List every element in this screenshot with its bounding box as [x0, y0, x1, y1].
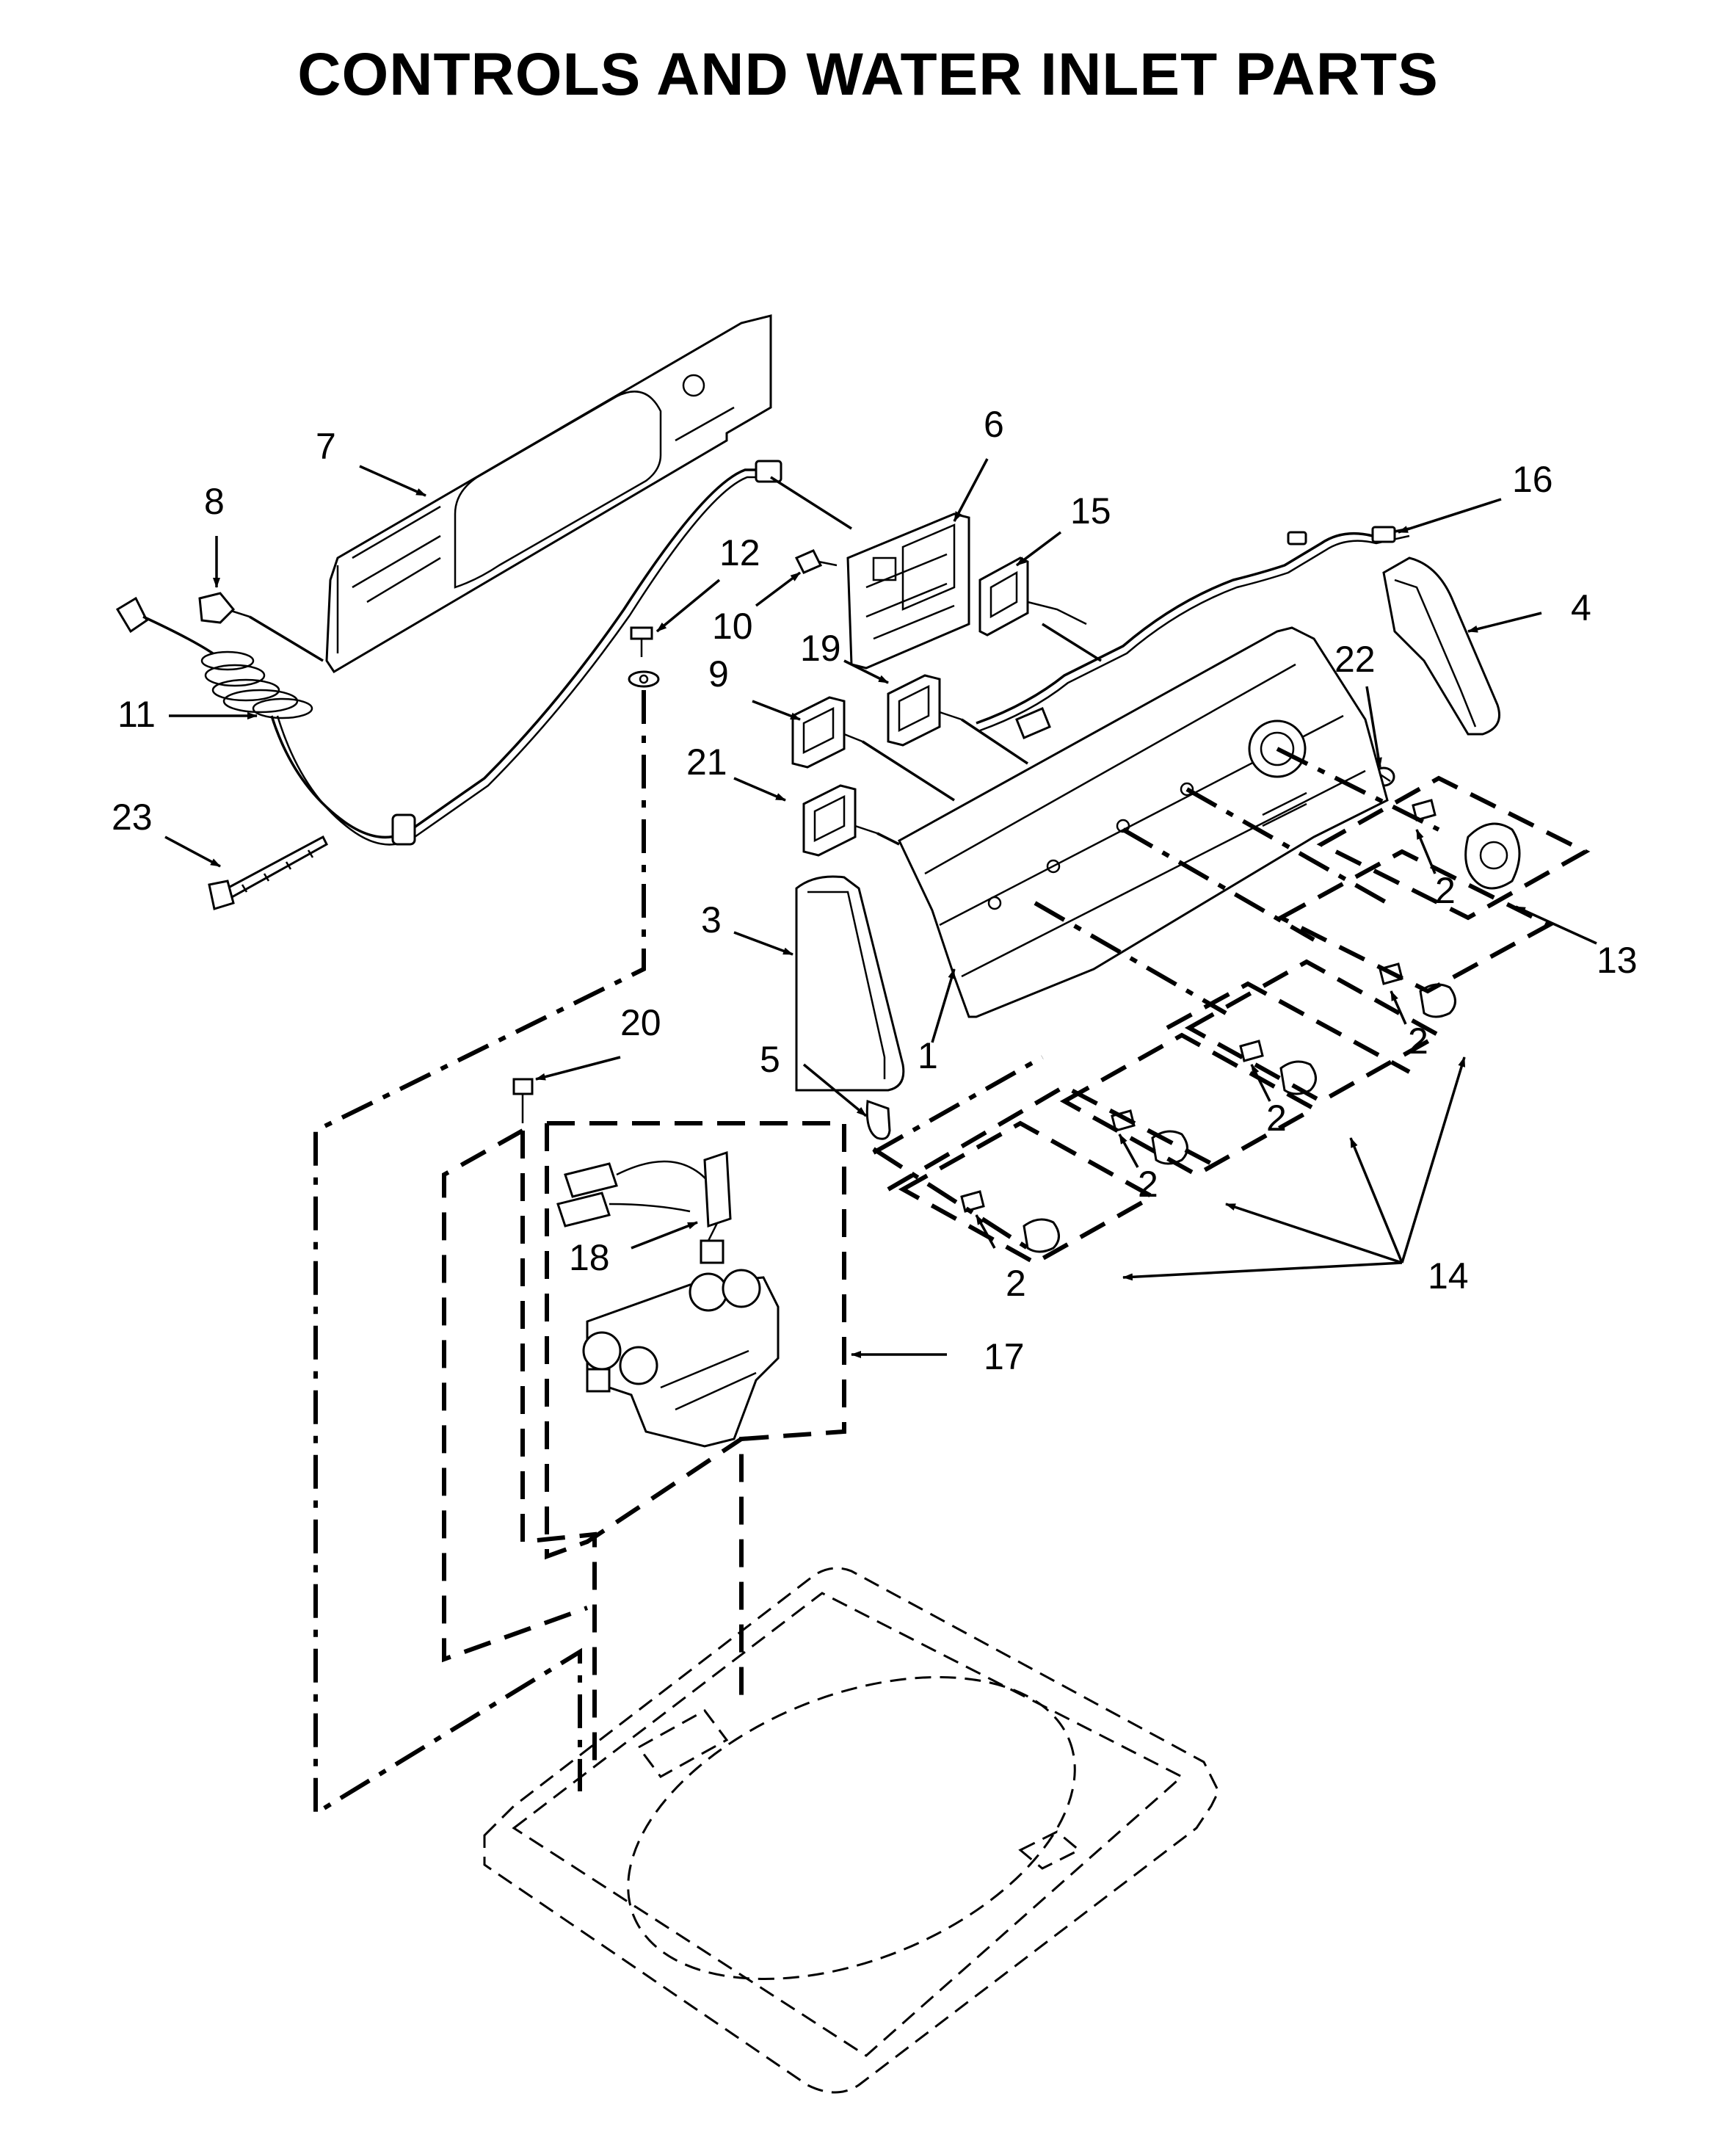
callout-2-c: 2 — [1266, 1098, 1287, 1139]
arrow-9 — [752, 700, 801, 721]
arrow-14d — [1122, 1261, 1403, 1281]
arrow-20 — [535, 1056, 621, 1081]
arrow-10 — [755, 571, 802, 607]
arrow-19 — [843, 659, 889, 684]
callout-2-e: 2 — [1006, 1263, 1026, 1304]
screw-20[interactable] — [512, 1078, 534, 1123]
callout-12: 12 — [719, 532, 760, 573]
arrow-23 — [164, 835, 221, 868]
switch-19[interactable] — [887, 674, 1028, 765]
control-board[interactable] — [846, 512, 970, 670]
callout-21: 21 — [686, 742, 727, 783]
callout-4: 4 — [1571, 587, 1591, 628]
callout-20: 20 — [620, 1002, 661, 1043]
arrow-14c — [1225, 1203, 1403, 1264]
callout-11: 11 — [117, 694, 156, 735]
cable-tie[interactable] — [208, 835, 328, 910]
screw-10[interactable] — [794, 549, 838, 574]
arrow-12 — [655, 579, 721, 633]
callout-14: 14 — [1428, 1255, 1469, 1297]
arrow-22 — [1365, 686, 1382, 768]
arrow-14b — [1349, 1137, 1403, 1263]
arrow-21 — [733, 777, 786, 802]
switch-15[interactable] — [978, 556, 1102, 662]
switch-9[interactable] — [791, 696, 955, 802]
callout-13: 13 — [1597, 940, 1638, 981]
arrow-13 — [1515, 905, 1597, 945]
callout-2-b: 2 — [1408, 1020, 1428, 1062]
arrow-2b — [1390, 990, 1407, 1025]
leader-6 — [770, 476, 852, 530]
callout-18: 18 — [569, 1237, 610, 1278]
knob-adapter-e[interactable] — [960, 1190, 1060, 1253]
cabinet-top — [483, 1567, 1220, 2094]
callout-16: 16 — [1512, 459, 1553, 500]
callout-9: 9 — [708, 653, 729, 695]
arrow-15 — [1015, 531, 1062, 567]
arrow-2e — [975, 1214, 996, 1249]
arrow-7 — [359, 465, 426, 497]
clip-5[interactable] — [865, 1099, 891, 1140]
arrow-6 — [953, 458, 989, 522]
switch-21[interactable] — [802, 784, 900, 857]
rear-console-panel[interactable] — [325, 314, 772, 674]
knob-adapter-c[interactable] — [1239, 1040, 1317, 1095]
callout-6: 6 — [984, 404, 1004, 445]
knob-adapter-a[interactable] — [1412, 799, 1521, 890]
arrow-16 — [1398, 498, 1502, 534]
callout-23: 23 — [112, 797, 153, 838]
callout-7: 7 — [316, 426, 336, 467]
callout-labels: 7 8 11 23 12 6 10 15 16 4 22 19 9 21 3 1… — [112, 404, 1638, 1377]
callout-10: 10 — [712, 606, 753, 647]
screw-8[interactable] — [198, 592, 324, 662]
callout-2-d: 2 — [1138, 1164, 1158, 1205]
arrow-5 — [802, 1063, 868, 1117]
callout-5: 5 — [760, 1039, 780, 1080]
arrow-1 — [931, 968, 956, 1043]
assembly-lines — [313, 690, 1591, 1818]
callout-15: 15 — [1070, 490, 1111, 532]
callout-8: 8 — [204, 481, 225, 522]
console[interactable] — [898, 626, 1389, 1018]
callout-17: 17 — [984, 1336, 1025, 1377]
water-inlet-valve[interactable] — [582, 1269, 780, 1448]
wire-harness[interactable] — [976, 526, 1410, 739]
callout-19: 19 — [800, 628, 841, 669]
callout-3: 3 — [701, 899, 722, 940]
arrow-18 — [631, 1221, 698, 1250]
arrow-2d — [1118, 1134, 1139, 1168]
power-cord[interactable] — [115, 460, 782, 846]
callout-22: 22 — [1334, 639, 1376, 680]
end-cap-left[interactable] — [795, 875, 905, 1092]
inlet-harness[interactable] — [556, 1150, 732, 1264]
callout-1: 1 — [918, 1035, 938, 1076]
arrow-4 — [1467, 612, 1542, 633]
ground-screw[interactable] — [628, 626, 660, 688]
callout-2-a: 2 — [1435, 870, 1456, 911]
page-title: CONTROLS AND WATER INLET PARTS — [297, 41, 1439, 108]
callout-arrows — [164, 458, 1597, 1358]
arrow-2c — [1250, 1064, 1271, 1102]
arrow-14a — [1401, 1056, 1466, 1263]
arrow-2a — [1415, 829, 1437, 874]
arrow-3 — [733, 931, 793, 956]
end-cap-right[interactable] — [1382, 556, 1500, 736]
